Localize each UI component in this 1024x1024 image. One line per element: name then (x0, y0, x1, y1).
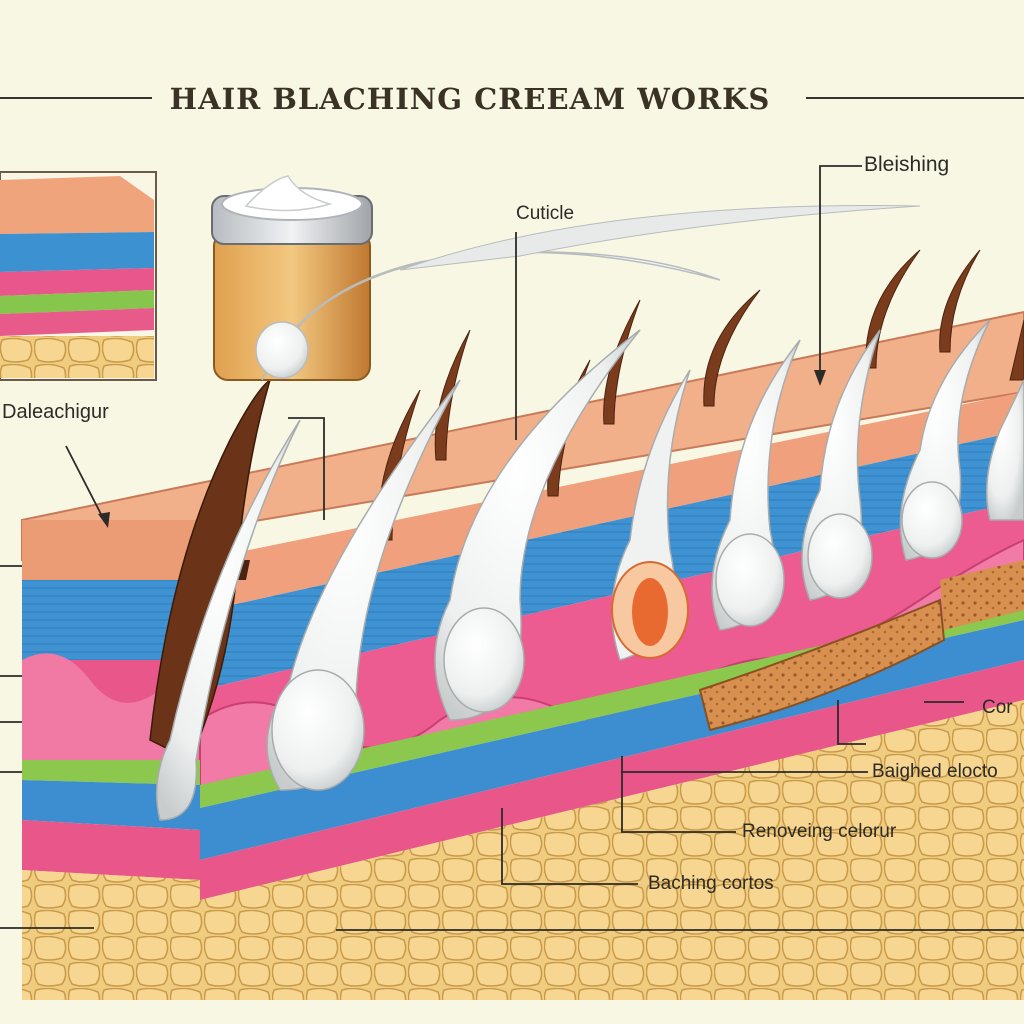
label-cuticle: Cuticle (516, 203, 575, 224)
orange-follicle (611, 369, 691, 661)
diagram-title: HAIR BLACHING CREEAM WORKS (169, 82, 771, 116)
label-baighed-elocto: Baighed elocto (872, 761, 998, 782)
cream-drop (255, 321, 309, 379)
cream-wisp (399, 205, 921, 271)
callout-arrowheads (98, 370, 826, 528)
skin-slab (21, 310, 1024, 1000)
callout-lines (0, 165, 1024, 931)
label-baching-cortos: Baching cortos (648, 873, 774, 894)
cream-jar (211, 175, 373, 381)
cortex-region (698, 598, 946, 732)
inset-skin-cross-section (0, 171, 157, 381)
label-renoveing-celorur: Renoveing celorur (742, 821, 897, 842)
bleached-hairs (155, 319, 1024, 821)
label-cor: Cor (982, 697, 1013, 718)
label-bleishing: Bleishing (864, 153, 950, 176)
cream-strand (261, 251, 721, 381)
fat-layer (200, 700, 1024, 1000)
label-daleachigur: Daleachigur (2, 401, 109, 423)
